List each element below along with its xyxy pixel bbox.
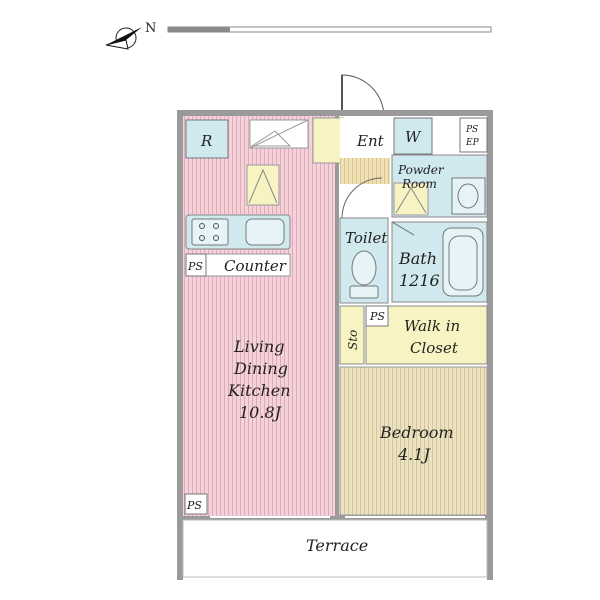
compass-icon [105, 27, 142, 50]
storage-closet [339, 305, 365, 365]
label-ps-closet: PS [369, 310, 385, 323]
label-bedroom-2: 4.1J [397, 445, 431, 464]
entrance-hall [340, 158, 390, 184]
label-terrace: Terrace [306, 536, 368, 555]
label-bedroom-1: Bedroom [379, 423, 454, 442]
pipe-space-counter [185, 253, 207, 277]
pipe-space-closet [365, 305, 389, 327]
scale-bar [167, 26, 492, 33]
label-storage: Sto [346, 330, 360, 350]
label-ps-bottom: PS [186, 499, 202, 512]
label-fridge: R [200, 132, 212, 150]
storage-cabinet [246, 164, 280, 206]
label-washer: W [405, 128, 422, 146]
pipe-space-ep [459, 117, 488, 153]
label-ps-ep-2: EP [465, 138, 480, 148]
bedroom-area [339, 366, 488, 516]
label-bath-2: 1216 [399, 271, 440, 290]
entrance-area [340, 118, 390, 158]
label-ps-counter: PS [187, 260, 203, 273]
label-bath-1: Bath [398, 249, 437, 268]
label-living-3: Kitchen [227, 381, 291, 400]
toilet-icon [349, 250, 379, 299]
label-toilet: Toilet [345, 229, 388, 247]
shoe-cabinet [312, 117, 344, 164]
label-walkin-2: Closet [410, 339, 459, 357]
toilet-door [341, 177, 383, 219]
label-counter: Counter [224, 257, 287, 275]
label-living-2: Dining [233, 359, 288, 378]
washbasin-icon [451, 177, 486, 215]
terrace-area [182, 519, 488, 578]
stove-icon [191, 218, 229, 246]
pipe-space-bottom [184, 493, 208, 515]
label-living-1: Living [233, 337, 284, 356]
label-ps-ep-1: PS [465, 125, 478, 135]
label-walkin-1: Walk in [404, 317, 460, 335]
label-powder-2: Room [401, 177, 437, 191]
fridge-space [185, 119, 229, 159]
bathtub-icon [442, 227, 484, 297]
washer-space [393, 117, 433, 155]
label-living-4: 10.8J [239, 403, 283, 422]
label-powder-1: Powder [397, 163, 445, 177]
label-entrance: Ent [356, 132, 385, 150]
sink-icon [245, 218, 285, 246]
compass-north-label: N [145, 21, 156, 36]
